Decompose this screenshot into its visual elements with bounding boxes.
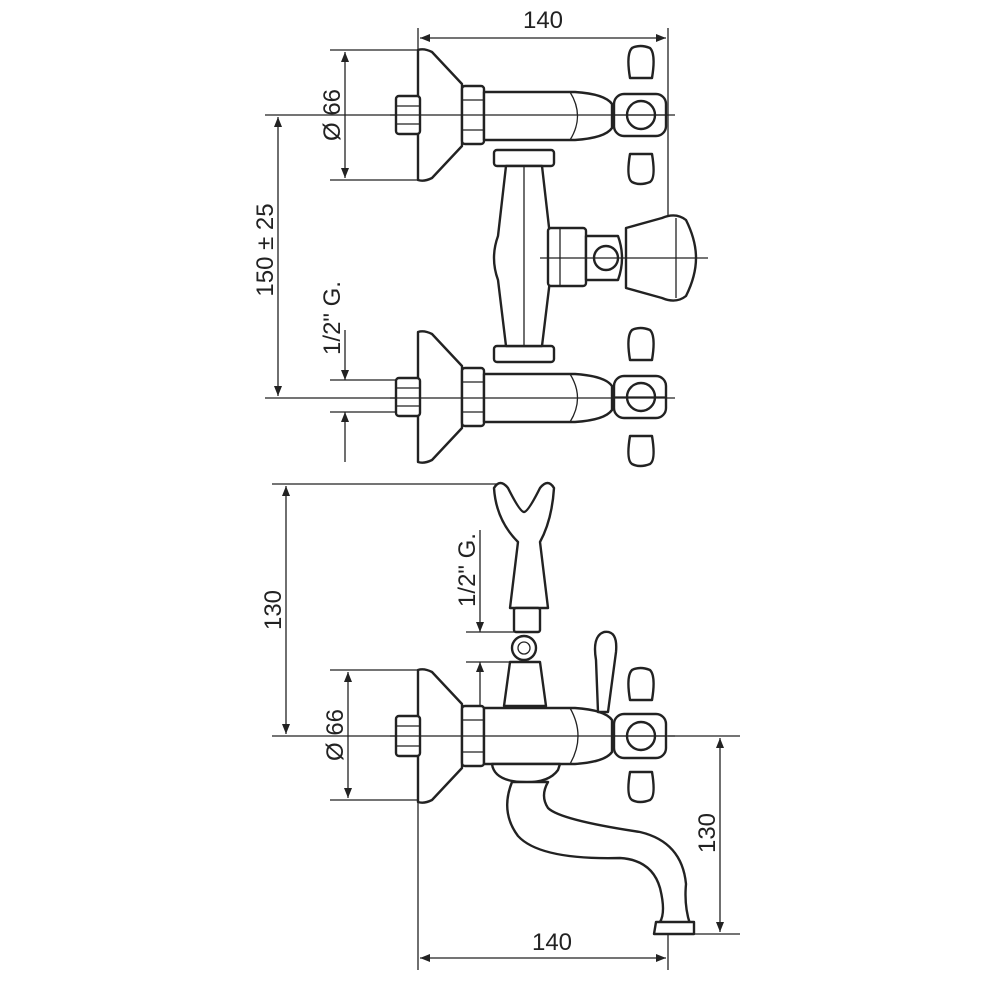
top-view: 140 Ø 66 150 ± 25 1/2" G. (252, 7, 708, 468)
label-spout-height: 130 (694, 813, 721, 853)
spout (490, 762, 696, 936)
label-inlet-spacing: 150 ± 25 (252, 203, 279, 296)
dim-spout-height (668, 735, 740, 935)
front-handle (612, 666, 668, 804)
label-top-width: 140 (523, 7, 563, 34)
dim-top-thread (330, 330, 400, 462)
dim-bottom-width (417, 800, 669, 970)
dim-bottom-diameter (330, 669, 425, 801)
dim-bottom-thread (466, 530, 516, 712)
label-bottom-thread: 1/2" G. (454, 533, 481, 607)
front-view: 130 1/2" G. Ø 66 130 140 (260, 481, 740, 970)
label-bottom-height: 130 (260, 590, 287, 630)
top-vertical-body (492, 148, 556, 364)
shower-holder (492, 481, 556, 708)
diverter-lever (593, 630, 618, 714)
top-lower-handle (612, 326, 668, 468)
dim-bottom-height (272, 483, 500, 737)
label-bottom-width: 140 (532, 929, 572, 956)
label-bottom-diameter: Ø 66 (322, 709, 349, 761)
top-diverter (540, 214, 708, 302)
label-top-thread: 1/2" G. (319, 281, 346, 355)
dim-inlet-spacing (265, 114, 400, 399)
